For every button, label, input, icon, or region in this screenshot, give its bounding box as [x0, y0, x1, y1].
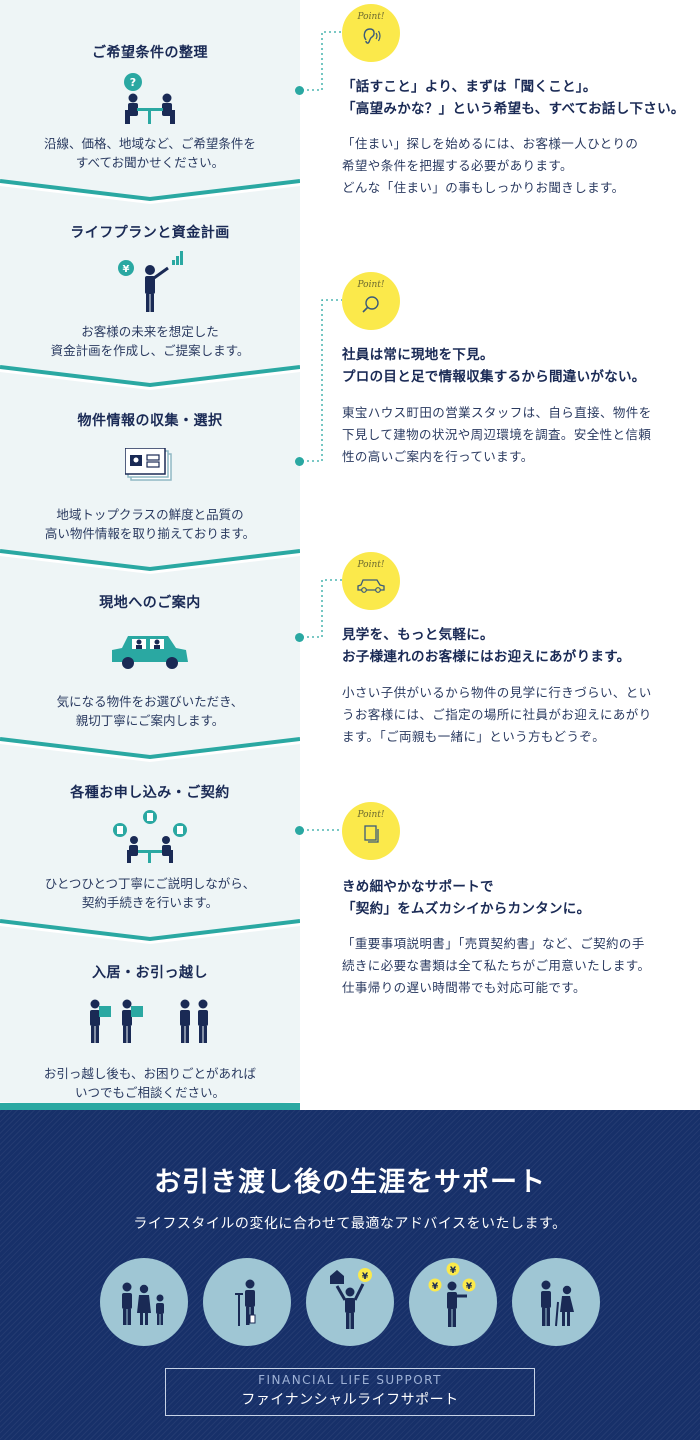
point-badge-2: Point! — [342, 272, 400, 330]
step-6-title: 入居・お引っ越し — [92, 965, 208, 981]
point-badge-label: Point! — [357, 12, 385, 22]
svg-text:¥: ¥ — [123, 264, 130, 275]
point-3-heading-line1: 見学を、もっと気軽に。 — [342, 627, 494, 643]
support-subtitle: ライフスタイルの変化に合わせて最適なアドバイスをいたします。 — [133, 1216, 567, 1232]
step-4-desc-line2: 親切丁寧にご案内します。 — [75, 713, 225, 728]
point-badge-label: Point! — [357, 810, 385, 820]
point-2-heading-line1: 社員は常に現地を下見。 — [342, 347, 494, 363]
elderly-icon — [512, 1258, 600, 1346]
point-4-body-line3: 仕事帰りの遅い時間帯でも対応可能です。 — [342, 980, 586, 995]
fls-english: FINANCIAL LIFE SUPPORT — [258, 1373, 442, 1387]
presenter-chart-icon: ¥ — [0, 248, 300, 318]
step-4-title: 現地へのご案内 — [99, 595, 201, 611]
point-1-body-line2: 希望や条件を把握する必要があります。 — [342, 158, 573, 173]
step-3: 物件情報の収集・選択 — [0, 410, 300, 430]
step-1: ご希望条件の整理 — [0, 42, 300, 62]
fls-japanese: ファイナンシャルライフサポート — [241, 1392, 459, 1408]
step-4: 現地へのご案内 — [0, 592, 300, 612]
step-1-desc-line1: 沿線、価格、地域など、ご希望条件を — [44, 136, 256, 151]
svg-text:¥: ¥ — [362, 1272, 369, 1282]
point-badge-label: Point! — [357, 280, 385, 290]
car-outline-icon — [357, 579, 385, 593]
point-1-body-line3: どんな「住まい」の事もしっかりお聞きします。 — [342, 180, 625, 195]
point-4-heading-line1: きめ細やかなサポートで — [342, 879, 494, 895]
steps-background — [0, 0, 300, 1110]
svg-text:¥: ¥ — [450, 1266, 457, 1276]
svg-text:?: ? — [130, 76, 136, 89]
injury-icon — [203, 1258, 291, 1346]
house-money-icon: ¥ — [306, 1258, 394, 1346]
step-4-desc-line1: 気になる物件をお選びいただき、 — [56, 694, 244, 709]
step-5-desc-line1: ひとつひとつ丁寧にご説明しながら、 — [44, 876, 256, 891]
point-4-body-line2: 続きに必要な書類は全て私たちがご用意いたします。 — [342, 958, 651, 973]
point-1-heading-line1: 「話すこと」より、まずは「聞くこと」。 — [342, 79, 597, 95]
meeting-question-icon: ? — [0, 72, 300, 128]
step-5-title: 各種お申し込み・ご契約 — [70, 785, 230, 801]
step-2-desc-line1: お客様の未来を想定した — [81, 324, 219, 339]
point-3-body-line2: うお客様には、ご指定の場所に社員がお迎えにあがり — [342, 707, 652, 722]
point-3-body-line1: 小さい子供がいるから物件の見学に行きづらい、とい — [342, 685, 652, 700]
point-badge-3: Point! — [342, 552, 400, 610]
point-2-body-line1: 東宝ハウス町田の営業スタッフは、自ら直接、物件を — [342, 405, 652, 420]
step-1-desc-line2: すべてお聞かせください。 — [75, 155, 225, 170]
connector-dot — [295, 633, 304, 642]
lifetime-support-section: お引き渡し後の生涯をサポート ライフスタイルの変化に合わせて最適なアドバイスをい… — [0, 1110, 700, 1440]
magnifier-icon — [362, 296, 379, 313]
step-6: 入居・お引っ越し — [0, 962, 300, 982]
family-icon — [100, 1258, 188, 1346]
point-4-heading-line2: 「契約」をムズカシイからカンタンに。 — [342, 901, 591, 917]
point-3-body-line3: ます。「ご両親も一緒に」という方もどうぞ。 — [342, 729, 606, 744]
connector-dot — [295, 826, 304, 835]
contract-meeting-icon — [0, 808, 300, 866]
point-1-heading-line2: 「高望みかな？」という希望も、すべてお話し下さい。 — [342, 101, 685, 117]
point-2-body-line3: 性の高いご案内を行っています。 — [342, 449, 534, 464]
step-2-desc-line2: 資金計画を作成し、ご提案します。 — [50, 343, 250, 358]
step-2-title: ライフプランと資金計画 — [70, 225, 230, 241]
connector-dot — [295, 457, 304, 466]
property-listings-icon — [0, 448, 300, 484]
step-5-desc-line2: 契約手続きを行います。 — [81, 895, 219, 910]
point-badge-label: Point! — [357, 560, 385, 570]
step-3-desc-line2: 高い物件情報を取り揃えております。 — [44, 526, 256, 541]
financial-life-support-box: FINANCIAL LIFE SUPPORT ファイナンシャルライフサポート — [165, 1368, 535, 1416]
point-4-body-line1: 「重要事項説明書」「売買契約書」など、ご契約の手 — [342, 936, 645, 951]
point-badge-1: Point! — [342, 4, 400, 62]
point-2-body-line2: 下見して建物の状況や周辺環境を調査。安全性と信頼 — [342, 427, 652, 442]
step-2: ライフプランと資金計画 — [0, 222, 300, 242]
point-2-heading-line2: プロの目と足で情報収集するから間違いがない。 — [342, 369, 646, 385]
step-6-desc-line1: お引っ越し後も、お困りごとがあれば — [43, 1066, 257, 1081]
support-title: お引き渡し後の生涯をサポート — [154, 1167, 546, 1198]
connector-dot — [295, 86, 304, 95]
svg-text:¥: ¥ — [432, 1282, 439, 1292]
step-6-desc-line2: いつでもご相談ください。 — [74, 1085, 225, 1100]
step-3-title: 物件情報の収集・選択 — [77, 413, 223, 429]
step-1-title: ご希望条件の整理 — [92, 45, 208, 61]
car-passengers-icon — [0, 632, 300, 672]
point-badge-4: Point! — [342, 802, 400, 860]
point-1-body-line1: 「住まい」探しを始めるには、お客様一人ひとりの — [342, 136, 639, 151]
point-3-heading-line2: お子様連れのお客様にはお迎えにあがります。 — [342, 649, 631, 665]
document-icon — [364, 825, 379, 843]
moving-people-icon — [0, 998, 300, 1046]
step-3-desc-line1: 地域トップクラスの鮮度と品質の — [56, 507, 244, 522]
step-5: 各種お申し込み・ご契約 — [0, 782, 300, 802]
ear-icon — [363, 28, 381, 44]
svg-text:¥: ¥ — [466, 1282, 473, 1292]
money-icon: ¥ ¥ ¥ — [409, 1258, 497, 1346]
